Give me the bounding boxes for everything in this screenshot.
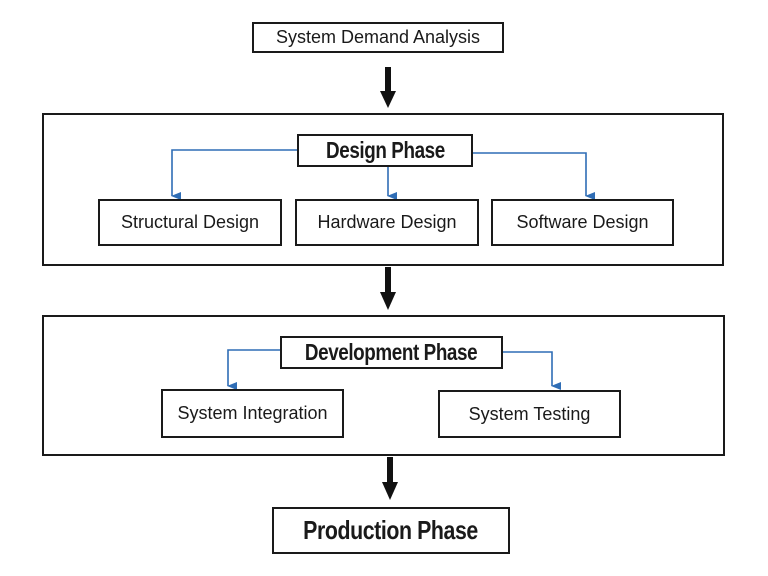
system-demand-analysis-box: System Demand Analysis <box>252 22 504 53</box>
main-arrow-1 <box>380 67 396 108</box>
development-phase-box: Development Phase <box>280 336 503 369</box>
software-design-box: Software Design <box>491 199 674 246</box>
connector-testing <box>502 351 561 390</box>
hardware-design-box: Hardware Design <box>295 199 479 246</box>
design-phase-box: Design Phase <box>297 134 473 167</box>
connector-integration <box>227 349 280 390</box>
design-phase-label: Design Phase <box>325 137 445 163</box>
software-design-label: Software Design <box>516 212 649 232</box>
main-arrow-2 <box>380 267 396 310</box>
development-phase-container <box>42 315 725 456</box>
structural-design-box: Structural Design <box>98 199 282 246</box>
connector-software <box>472 152 595 200</box>
production-phase-box: Production Phase <box>272 507 510 554</box>
structural-design-label: Structural Design <box>120 212 260 232</box>
system-testing-label: System Testing <box>468 403 591 424</box>
main-arrow-3 <box>382 457 398 500</box>
system-integration-label: System Integration <box>177 403 328 423</box>
design-phase-container <box>42 113 724 266</box>
system-testing-box: System Testing <box>438 390 621 438</box>
system-demand-analysis-label: System Demand Analysis <box>275 27 481 47</box>
hardware-design-label: Hardware Design <box>317 212 457 232</box>
production-phase-label: Production Phase <box>303 515 479 545</box>
development-phase-label: Development Phase <box>305 339 478 365</box>
connector-structural <box>171 149 297 200</box>
system-integration-box: System Integration <box>161 389 344 438</box>
